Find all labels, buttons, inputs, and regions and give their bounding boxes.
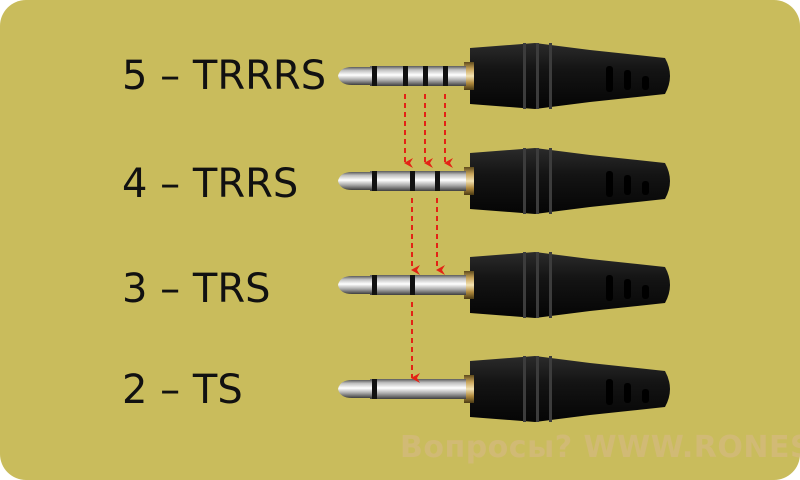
ring-insulator: [410, 275, 415, 295]
ring-insulator: [443, 66, 448, 86]
plug-body: [470, 148, 670, 214]
tip-insulator: [372, 379, 377, 399]
body-ridge: [523, 252, 526, 318]
plug-body: [470, 43, 670, 109]
body-ridge: [523, 356, 526, 422]
ring-insulator: [410, 171, 415, 191]
watermark-text: Вопросы? WWW.RONES.SU: [400, 430, 800, 465]
plug-tip: [338, 380, 372, 398]
plug-tip: [338, 172, 372, 190]
relief-slot: [642, 76, 649, 90]
plug-collar: [464, 271, 474, 299]
body-ridge: [536, 148, 539, 214]
ring-insulator: [403, 66, 408, 86]
body-ridge: [549, 356, 552, 422]
relief-slot: [642, 285, 649, 299]
plug-collar: [464, 167, 474, 195]
body-ridge: [549, 252, 552, 318]
plug-tip: [338, 276, 372, 294]
plug-body: [470, 252, 670, 318]
plug-sleeve: [370, 171, 466, 191]
relief-slot: [606, 66, 613, 92]
body-ridge: [549, 43, 552, 109]
ring-insulator: [435, 171, 440, 191]
body-ridge: [549, 148, 552, 214]
plug-collar: [464, 375, 474, 403]
relief-slot: [624, 175, 631, 195]
plug-label-ts: 2 – TS: [122, 367, 243, 413]
plug-sleeve: [370, 66, 466, 86]
relief-slot: [642, 389, 649, 403]
plug-sleeve: [370, 379, 466, 399]
audio-plug: [338, 252, 670, 318]
body-ridge: [536, 356, 539, 422]
relief-slot: [624, 383, 631, 403]
relief-slot: [642, 181, 649, 195]
ring-insulator: [423, 66, 428, 86]
relief-slot: [624, 279, 631, 299]
plug-sleeve: [370, 275, 466, 295]
tip-insulator: [372, 66, 377, 86]
relief-slot: [606, 275, 613, 301]
audio-plug: [338, 148, 670, 214]
audio-plug: [338, 43, 670, 109]
plug-body: [470, 356, 670, 422]
audio-plug: [338, 356, 670, 422]
body-ridge: [536, 252, 539, 318]
plug-label-trrrs: 5 – TRRRS: [122, 53, 327, 99]
plug-label-trs: 3 – TRS: [122, 266, 271, 312]
body-ridge: [536, 43, 539, 109]
relief-slot: [624, 70, 631, 90]
plug-tip: [338, 67, 372, 85]
body-ridge: [523, 43, 526, 109]
relief-slot: [606, 171, 613, 197]
tip-insulator: [372, 171, 377, 191]
plug-label-trrs: 4 – TRRS: [122, 161, 299, 207]
plug-collar: [464, 62, 474, 90]
tip-insulator: [372, 275, 377, 295]
relief-slot: [606, 379, 613, 405]
body-ridge: [523, 148, 526, 214]
